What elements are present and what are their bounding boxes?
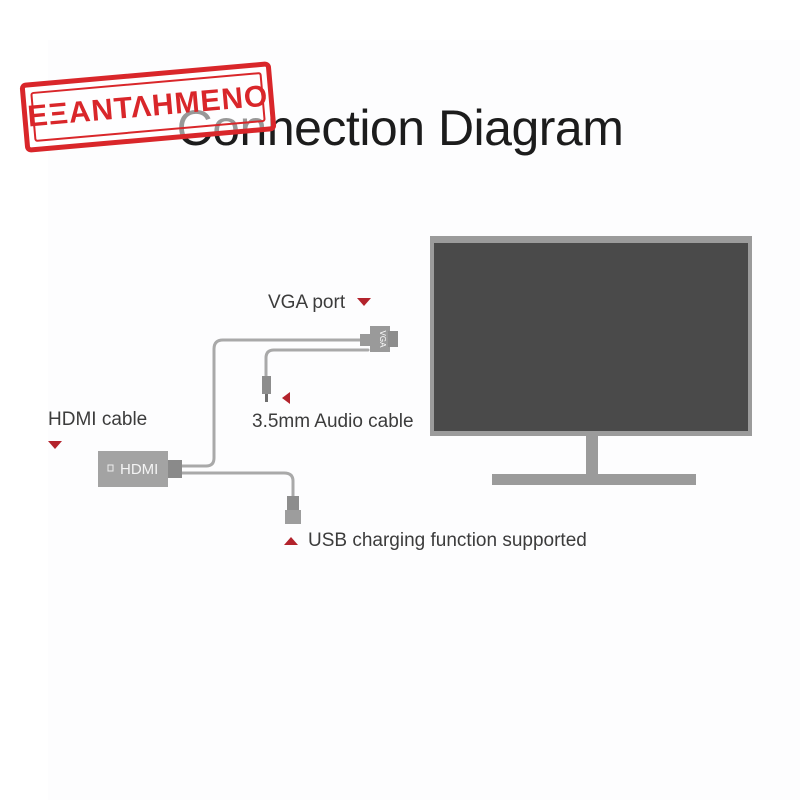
audio-cable	[264, 348, 370, 378]
vga-connector-plug	[388, 331, 398, 347]
monitor-bottom-bar	[430, 431, 752, 436]
monitor-base	[492, 474, 696, 485]
audio-cable-label: 3.5mm Audio cable	[252, 411, 414, 432]
hdmi-adapter: HDMI	[98, 451, 182, 487]
usb-cable	[180, 471, 295, 498]
usb-plug-head	[285, 510, 301, 524]
usb-plug	[285, 496, 301, 524]
usb-charging-label: USB charging function supported	[308, 530, 587, 551]
monitor-screen	[434, 243, 748, 431]
hdmi-cable-label: HDMI cable	[48, 409, 148, 430]
vga-connector-cable-end	[360, 334, 370, 346]
hdmi-adapter-plug	[168, 460, 182, 478]
vga-connector-body	[370, 326, 390, 352]
hdmi-adapter-body	[98, 451, 168, 487]
cables	[178, 338, 370, 498]
monitor-neck	[586, 436, 598, 478]
vga-port-triangle-icon	[357, 298, 371, 306]
hdmi-adapter-text: HDMI	[120, 461, 158, 478]
vga-connector-text: VGA	[378, 331, 387, 349]
usb-triangle-icon	[284, 537, 298, 545]
vga-port-label: VGA port	[268, 292, 346, 313]
audio-jack	[262, 376, 271, 402]
vga-connector: VGA	[360, 326, 398, 352]
audio-jack-tip	[265, 394, 268, 402]
hdmi-adapter-dot	[107, 464, 114, 472]
monitor	[430, 236, 752, 485]
hdmi-to-vga-cable	[178, 338, 366, 468]
audio-jack-body	[262, 376, 271, 394]
usb-plug-body	[287, 496, 299, 510]
audio-triangle-icon	[282, 392, 290, 404]
hdmi-triangle-icon	[48, 441, 62, 449]
